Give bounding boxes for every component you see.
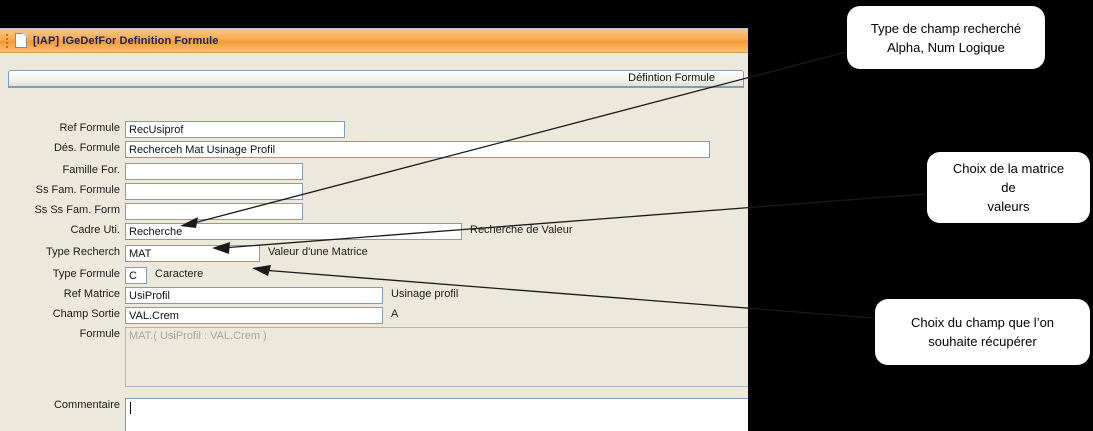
- field-row-famille-for: Famille For.: [0, 163, 748, 181]
- field-row-formule: Formule MAT.( UsiProfil : VAL.Crem ): [0, 327, 748, 387]
- type-recherch-input[interactable]: MAT: [125, 245, 260, 262]
- tab-strip-underline: [8, 87, 744, 88]
- field-row-ss-ss-fam-form: Ss Ss Fam. Form: [0, 203, 748, 221]
- field-row-type-recherch: Type Recherch MAT Valeur d'une Matrice: [0, 245, 748, 263]
- famille-for-label: Famille For.: [62, 164, 120, 176]
- type-formule-input[interactable]: C: [125, 267, 147, 284]
- field-row-ss-fam-formule: Ss Fam. Formule: [0, 183, 748, 201]
- ref-formule-label: Ref Formule: [59, 122, 120, 134]
- champ-sortie-label: Champ Sortie: [52, 308, 120, 320]
- type-recherch-side-label: Valeur d'une Matrice: [268, 246, 368, 258]
- des-formule-label: Dés. Formule: [53, 142, 120, 154]
- famille-for-input[interactable]: [125, 163, 303, 180]
- field-row-cadre-uti: Cadre Uti. Recherche Recherche de Valeur: [0, 223, 748, 241]
- tab-strip[interactable]: Défintion Formule: [8, 70, 744, 87]
- ss-fam-formule-input[interactable]: [125, 183, 303, 200]
- ref-matrice-input[interactable]: UsiProfil: [125, 287, 383, 304]
- field-row-ref-formule: Ref Formule RecUsiprof: [0, 121, 748, 139]
- document-icon: [15, 33, 27, 48]
- cadre-uti-side-label: Recherche de Valeur: [470, 224, 573, 236]
- commentaire-row: Commentaire: [0, 398, 748, 431]
- window-titlebar[interactable]: [IAP] IGeDefFor Definition Formule: [0, 29, 748, 53]
- grip-dots-icon[interactable]: [3, 33, 12, 49]
- commentaire-input[interactable]: [125, 398, 748, 431]
- ss-ss-fam-form-input[interactable]: [125, 203, 303, 220]
- ss-fam-formule-label: Ss Fam. Formule: [35, 184, 120, 196]
- field-row-des-formule: Dés. Formule Recherceh Mat Usinage Profil: [0, 141, 748, 159]
- ref-formule-input[interactable]: RecUsiprof: [125, 121, 345, 138]
- type-recherch-label: Type Recherch: [46, 246, 120, 258]
- field-row-ref-matrice: Ref Matrice UsiProfil Usinage profil: [0, 287, 748, 305]
- tab-definition-formule[interactable]: Défintion Formule: [628, 72, 715, 84]
- ref-matrice-label: Ref Matrice: [63, 288, 120, 300]
- commentaire-label: Commentaire: [53, 399, 120, 411]
- formule-input: MAT.( UsiProfil : VAL.Crem ): [125, 327, 748, 387]
- ss-ss-fam-form-label: Ss Ss Fam. Form: [34, 204, 120, 216]
- field-row-champ-sortie: Champ Sortie VAL.Crem A: [0, 307, 748, 325]
- ref-matrice-side-label: Usinage profil: [391, 288, 459, 300]
- type-formule-label: Type Formule: [52, 268, 120, 280]
- cadre-uti-input[interactable]: Recherche: [125, 223, 462, 240]
- window-title: [IAP] IGeDefFor Definition Formule: [33, 34, 219, 47]
- field-row-type-formule: Type Formule C Caractere: [0, 267, 748, 285]
- des-formule-input[interactable]: Recherceh Mat Usinage Profil: [125, 141, 710, 158]
- champ-sortie-input[interactable]: VAL.Crem: [125, 307, 383, 324]
- type-formule-side-label: Caractere: [155, 268, 204, 280]
- formule-label: Formule: [79, 328, 120, 340]
- application-window: [IAP] IGeDefFor Definition Formule Défin…: [0, 28, 748, 431]
- champ-sortie-side-label: A: [391, 308, 399, 320]
- text-caret-icon: [130, 402, 131, 414]
- cadre-uti-label: Cadre Uti.: [70, 224, 120, 236]
